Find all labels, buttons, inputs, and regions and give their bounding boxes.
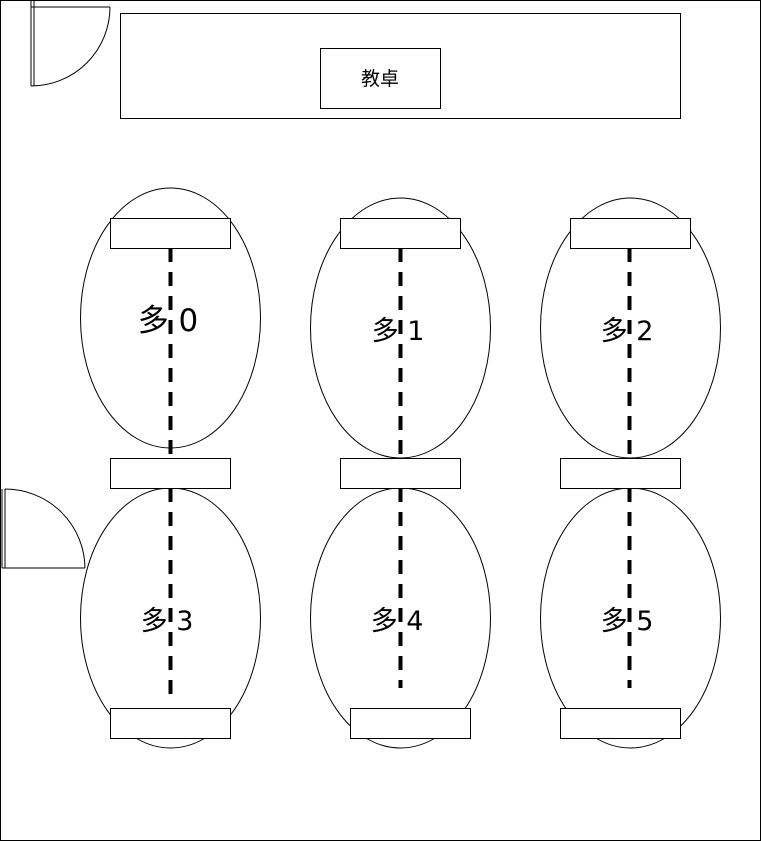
desk-2-bottom: [560, 458, 681, 489]
door-left-side: [1, 488, 86, 569]
desk-4-bottom: [350, 708, 471, 739]
door-top-left: [30, 1, 111, 87]
desk-2-top: [570, 218, 691, 249]
group-label-4: 多 4: [371, 606, 424, 637]
desk-1-top: [340, 218, 461, 249]
group-label-5: 多 5: [601, 606, 654, 637]
desk-1-bottom: [340, 458, 461, 489]
desk-3-bottom: [110, 708, 231, 739]
front-platform: [120, 13, 681, 119]
teacher-desk-label: 教卓: [361, 68, 399, 90]
group-label-2: 多 2: [601, 316, 654, 347]
desk-0-bottom: [110, 458, 231, 489]
group-label-1: 多 1: [372, 316, 425, 347]
desk-5-bottom: [560, 708, 681, 739]
desk-0-top: [110, 218, 231, 249]
teacher-desk: 教卓: [320, 48, 441, 109]
group-label-3: 多 3: [141, 606, 194, 637]
group-label-0: 多 0: [138, 303, 199, 339]
